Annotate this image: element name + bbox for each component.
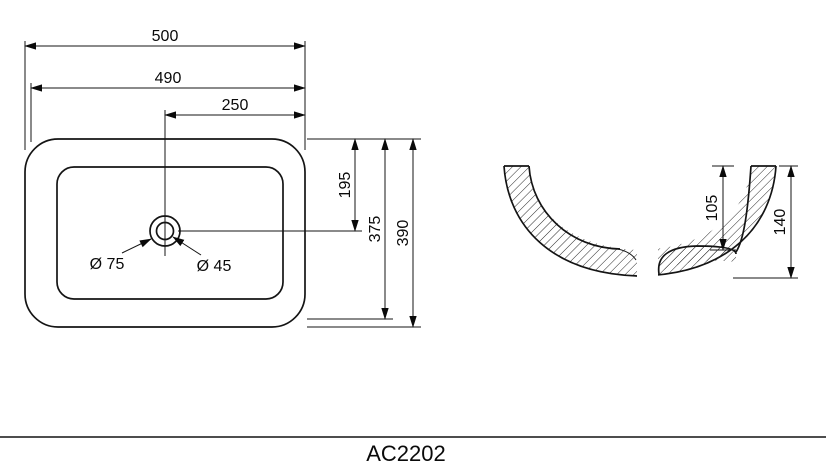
dim-label-center-to-edge: 250 — [222, 97, 249, 114]
drain-boss-hatching — [658, 246, 736, 274]
top-view-dimensions — [24, 41, 421, 328]
dim-label-bowl-inner-height: 105 — [704, 195, 721, 222]
leader-drain-flange — [121, 238, 152, 254]
side-view-labels: 105 140 — [704, 195, 789, 236]
bowl-inner-profile-left — [528, 165, 621, 250]
dim-label-depth-inner: 375 — [367, 216, 384, 243]
footer: AC2202 — [0, 436, 826, 466]
dim-label-width-inner: 490 — [155, 70, 182, 87]
side-view — [503, 165, 777, 285]
label-drain-flange-diameter: Ø 75 — [90, 256, 125, 273]
model-number: AC2202 — [366, 441, 446, 466]
bowl-inner-profile-right — [735, 165, 752, 253]
dim-label-edge-to-drain: 195 — [337, 172, 354, 199]
drain-hole-lip — [617, 248, 637, 261]
label-drain-hole-diameter: Ø 45 — [197, 258, 232, 275]
dim-label-depth-total: 390 — [395, 220, 412, 247]
dim-label-total-height: 140 — [772, 209, 789, 236]
top-view-labels: 500 490 250 195 375 390 Ø 75 Ø 45 — [90, 28, 412, 275]
basin-inner-outline — [56, 166, 284, 300]
dim-label-width-total: 500 — [152, 28, 179, 45]
side-view-dimensions — [710, 165, 798, 279]
drain-hole-gap — [637, 236, 658, 285]
leader-drain-hole — [172, 236, 202, 256]
